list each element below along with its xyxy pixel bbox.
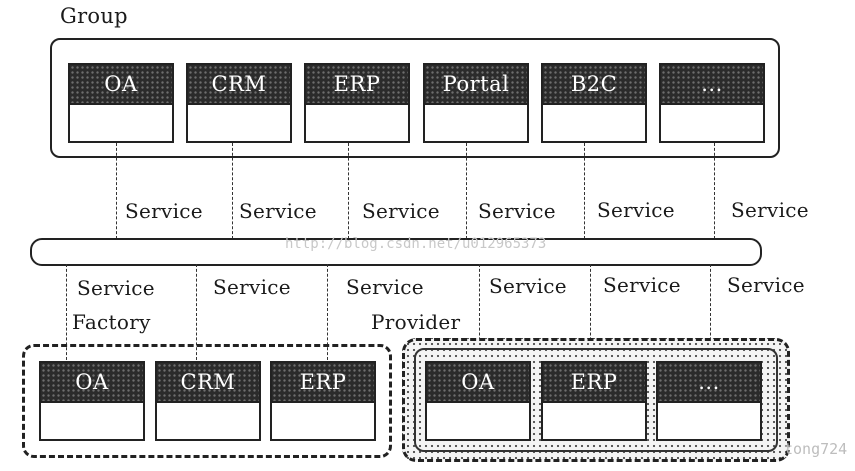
provider-label: Provider xyxy=(371,310,461,334)
factory-container xyxy=(22,344,392,458)
upper-connector xyxy=(348,143,349,239)
upper-service-label: Service xyxy=(125,199,203,223)
service-bus xyxy=(30,238,762,266)
factory-system-oa: OA xyxy=(39,361,145,441)
system-body xyxy=(425,105,527,141)
upper-connector xyxy=(466,143,467,239)
group-system-more: ... xyxy=(659,63,765,143)
group-system-crm: CRM xyxy=(186,63,292,143)
system-name: Portal xyxy=(425,65,527,105)
system-name: ... xyxy=(661,65,763,105)
lower-service-label: Service xyxy=(603,273,681,297)
system-body xyxy=(427,403,529,439)
upper-service-label: Service xyxy=(478,199,556,223)
system-name: CRM xyxy=(188,65,290,105)
system-body xyxy=(272,403,374,439)
upper-connector xyxy=(714,143,715,239)
provider-system-more: ... xyxy=(656,361,762,441)
lower-service-label: Service xyxy=(489,274,567,298)
system-name: ... xyxy=(658,363,760,403)
system-body xyxy=(658,403,760,439)
upper-connector xyxy=(584,143,585,239)
provider-inner-border xyxy=(414,348,778,452)
upper-service-label: Service xyxy=(239,199,317,223)
lower-connector xyxy=(327,264,328,360)
lower-connector xyxy=(710,264,711,360)
system-name: ERP xyxy=(272,363,374,403)
system-name: ERP xyxy=(306,65,408,105)
system-body xyxy=(661,105,763,141)
group-system-oa: OA xyxy=(68,63,174,143)
system-name: OA xyxy=(70,65,172,105)
watermark-url: http://blog.csdn.net/u012965373 xyxy=(285,236,547,252)
system-body xyxy=(41,403,143,439)
lower-service-label: Service xyxy=(346,275,424,299)
group-container xyxy=(50,38,780,158)
lower-service-label: Service xyxy=(77,276,155,300)
group-title: Group xyxy=(60,4,128,28)
upper-service-label: Service xyxy=(731,198,809,222)
lower-connector xyxy=(66,264,67,360)
lower-connector xyxy=(479,264,480,360)
lower-service-label: Service xyxy=(727,273,805,297)
upper-connector xyxy=(232,143,233,239)
lower-service-label: Service xyxy=(213,275,291,299)
system-name: CRM xyxy=(157,363,259,403)
system-body xyxy=(188,105,290,141)
factory-label: Factory xyxy=(72,310,151,334)
system-name: OA xyxy=(41,363,143,403)
provider-system-oa: OA xyxy=(425,361,531,441)
system-name: B2C xyxy=(543,65,645,105)
system-name: OA xyxy=(427,363,529,403)
system-body xyxy=(543,403,645,439)
group-system-b2c: B2C xyxy=(541,63,647,143)
group-system-portal: Portal xyxy=(423,63,529,143)
upper-service-label: Service xyxy=(597,198,675,222)
system-body xyxy=(543,105,645,141)
provider-system-erp: ERP xyxy=(541,361,647,441)
lower-connector xyxy=(590,264,591,360)
system-body xyxy=(70,105,172,141)
factory-system-crm: CRM xyxy=(155,361,261,441)
system-name: ERP xyxy=(543,363,645,403)
upper-service-label: Service xyxy=(362,199,440,223)
system-body xyxy=(306,105,408,141)
group-system-erp: ERP xyxy=(304,63,410,143)
upper-connector xyxy=(116,143,117,239)
system-body xyxy=(157,403,259,439)
lower-connector xyxy=(196,264,197,360)
factory-system-erp: ERP xyxy=(270,361,376,441)
watermark-author: tong724 xyxy=(784,440,848,458)
